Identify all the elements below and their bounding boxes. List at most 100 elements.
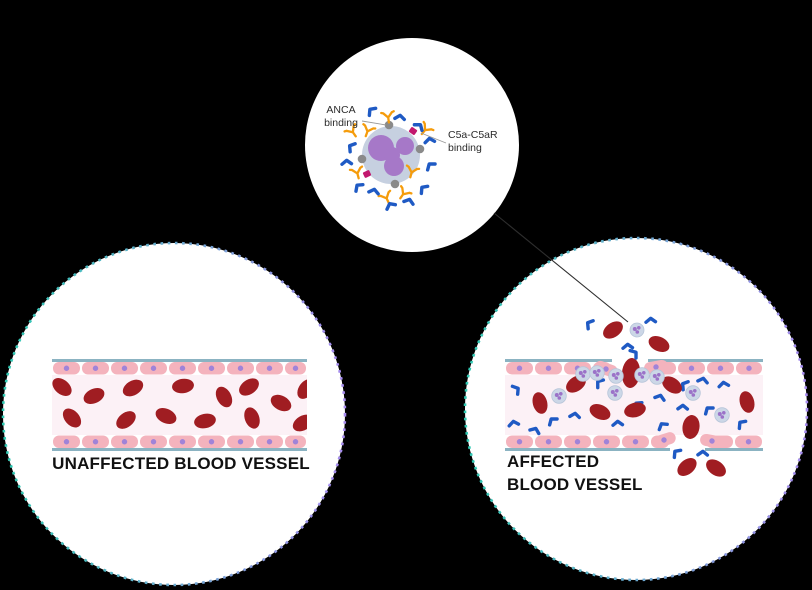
c5a-fragment xyxy=(425,162,437,172)
c5ar-receptor xyxy=(408,127,418,135)
red-blood-cell xyxy=(677,458,697,476)
endothelial-nucleus xyxy=(121,365,128,371)
inset-nucleus-lobe xyxy=(384,147,400,163)
c5a-leader-line xyxy=(420,132,447,144)
red-blood-cell xyxy=(83,387,105,405)
endothelial-nucleus xyxy=(92,439,99,445)
endothelial-nucleus xyxy=(150,439,157,445)
neutrophil-nucleus-lobe xyxy=(632,327,637,331)
c5a-fragment xyxy=(547,417,559,427)
neutrophil-nucleus-lobe xyxy=(640,375,645,379)
c5a-fragment xyxy=(644,316,658,324)
torn-endothelial-cell xyxy=(644,359,668,375)
c5a-fragment xyxy=(393,113,406,122)
c5a-fragment xyxy=(621,342,635,350)
c5a-fragment xyxy=(717,380,731,389)
red-blood-cell xyxy=(662,376,682,394)
neutrophil-body xyxy=(589,365,605,381)
c5a-fragment xyxy=(611,419,625,427)
c5a-fragment xyxy=(703,406,715,416)
neutrophil-nucleus-lobe xyxy=(642,371,646,375)
neutrophil-nucleus-lobe xyxy=(595,373,600,377)
endothelial-nucleus xyxy=(292,439,299,445)
c5a-c5ar-binding-label-line1: C5a-C5aR xyxy=(448,129,498,141)
red-blood-cell xyxy=(215,386,233,408)
vessel-outline-bottom xyxy=(705,448,763,451)
anca-antibody xyxy=(348,165,364,180)
neutrophil-body xyxy=(608,368,624,384)
anca-antibody xyxy=(405,164,421,179)
neutrophil xyxy=(608,368,624,384)
red-blood-cell xyxy=(739,391,755,413)
red-blood-cell xyxy=(532,392,548,414)
neutrophil-nucleus-lobe xyxy=(583,370,587,374)
c5a-fragment xyxy=(340,158,354,166)
neutrophil xyxy=(629,322,645,338)
neutrophil-nucleus-lobe xyxy=(597,369,601,373)
c5a-fragment xyxy=(367,187,380,196)
c5a-fragment xyxy=(672,448,683,460)
c5a-fragment xyxy=(657,422,669,432)
red-blood-cell xyxy=(155,407,177,425)
neutrophil-nucleus-lobe xyxy=(635,330,640,334)
c5a-fragment xyxy=(676,403,690,411)
red-blood-cell xyxy=(194,413,216,429)
endothelial-nucleus xyxy=(653,364,659,370)
endothelial-nucleus xyxy=(150,365,157,371)
red-blood-cell xyxy=(297,379,307,399)
connector-line xyxy=(493,212,629,323)
neutrophil-body xyxy=(714,407,730,423)
magnification-connector-line xyxy=(493,212,629,323)
endothelial-nucleus xyxy=(516,365,523,371)
red-blood-cell xyxy=(244,407,260,429)
c5ar-receptor xyxy=(362,170,372,178)
anca-antibody xyxy=(420,120,435,136)
c5a-fragment xyxy=(653,393,666,402)
vessel-outline-top xyxy=(52,359,307,362)
neutrophil-nucleus-lobe xyxy=(615,389,619,393)
endothelial-nucleus xyxy=(292,365,299,371)
neutrophil xyxy=(607,385,623,401)
neutrophil-nucleus-lobe xyxy=(554,393,559,397)
anca-antigen-receptor xyxy=(415,144,425,154)
vessel-outline-top xyxy=(648,359,763,362)
neutrophil-body xyxy=(634,367,650,383)
neutrophil xyxy=(685,385,701,401)
red-blood-cell xyxy=(603,321,623,339)
endothelial-nucleus xyxy=(545,439,552,445)
endothelial-nucleus xyxy=(92,365,99,371)
neutrophil-nucleus-lobe xyxy=(655,377,660,381)
c5a-fragment xyxy=(696,376,709,385)
neutrophil-body xyxy=(607,385,623,401)
c5a-fragment xyxy=(423,136,437,145)
endothelial-nucleus xyxy=(63,439,70,445)
endothelial-nucleus xyxy=(745,439,752,445)
c5a-fragment xyxy=(402,197,415,206)
c5a-fragment xyxy=(528,426,541,436)
endothelial-nucleus xyxy=(237,439,244,445)
c5a-fragment xyxy=(737,419,748,431)
c5a-fragment xyxy=(412,123,424,133)
anca-leader-line xyxy=(361,120,387,126)
c5a-fragment xyxy=(696,449,710,457)
rbc-escaping-top-gap xyxy=(621,358,641,388)
neutrophil-nucleus-lobe xyxy=(611,373,616,377)
anca-antibody xyxy=(380,110,395,124)
endothelial-nucleus xyxy=(63,365,70,371)
anca-antigen-receptor xyxy=(390,179,400,189)
neutrophil-body xyxy=(575,366,591,382)
endothelial-nucleus xyxy=(121,439,128,445)
endothelial-nucleus xyxy=(688,365,695,371)
torn-endothelial-cell xyxy=(700,433,724,449)
torn-endothelial-cell xyxy=(652,432,676,448)
neutrophil-nucleus-lobe xyxy=(581,374,586,378)
unaffected-vessel-group xyxy=(52,359,307,451)
red-blood-cell xyxy=(239,378,259,396)
red-blood-cell xyxy=(624,402,646,418)
endothelial-nucleus xyxy=(709,438,715,444)
c5a-fragment xyxy=(367,106,378,118)
neutrophil-nucleus-lobe xyxy=(557,396,562,400)
neutrophil xyxy=(589,365,605,381)
neutrophil xyxy=(649,369,665,385)
